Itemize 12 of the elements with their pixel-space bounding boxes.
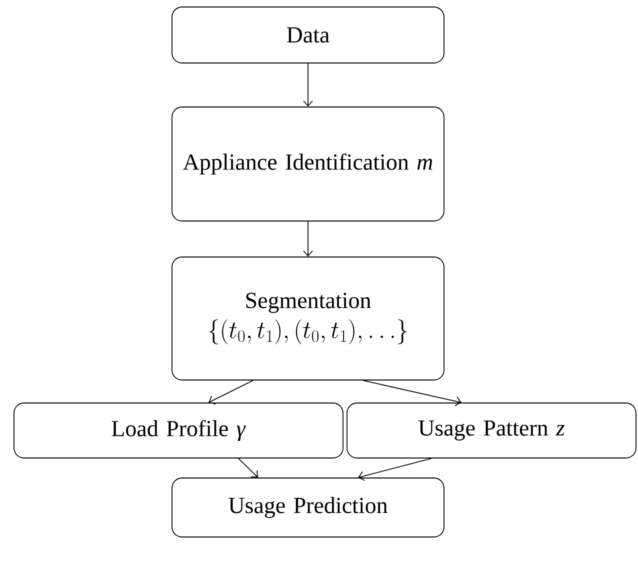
arrow <box>358 458 432 481</box>
process-box: Usage Pattern z <box>346 402 636 458</box>
process-box: Segmentation $\{(t_0,t_1),(t_0,t_1),\dots\}$ <box>172 256 444 380</box>
process-box: Load Profile γ <box>14 402 344 458</box>
arrow <box>303 63 313 107</box>
process-box: Usage Prediction <box>172 478 444 538</box>
arrow <box>238 458 258 478</box>
arrow <box>362 380 462 406</box>
process-box: Data <box>172 6 444 64</box>
process-box: Appliance Identification m <box>172 106 444 222</box>
arrow <box>208 380 254 404</box>
arrow <box>303 221 313 257</box>
